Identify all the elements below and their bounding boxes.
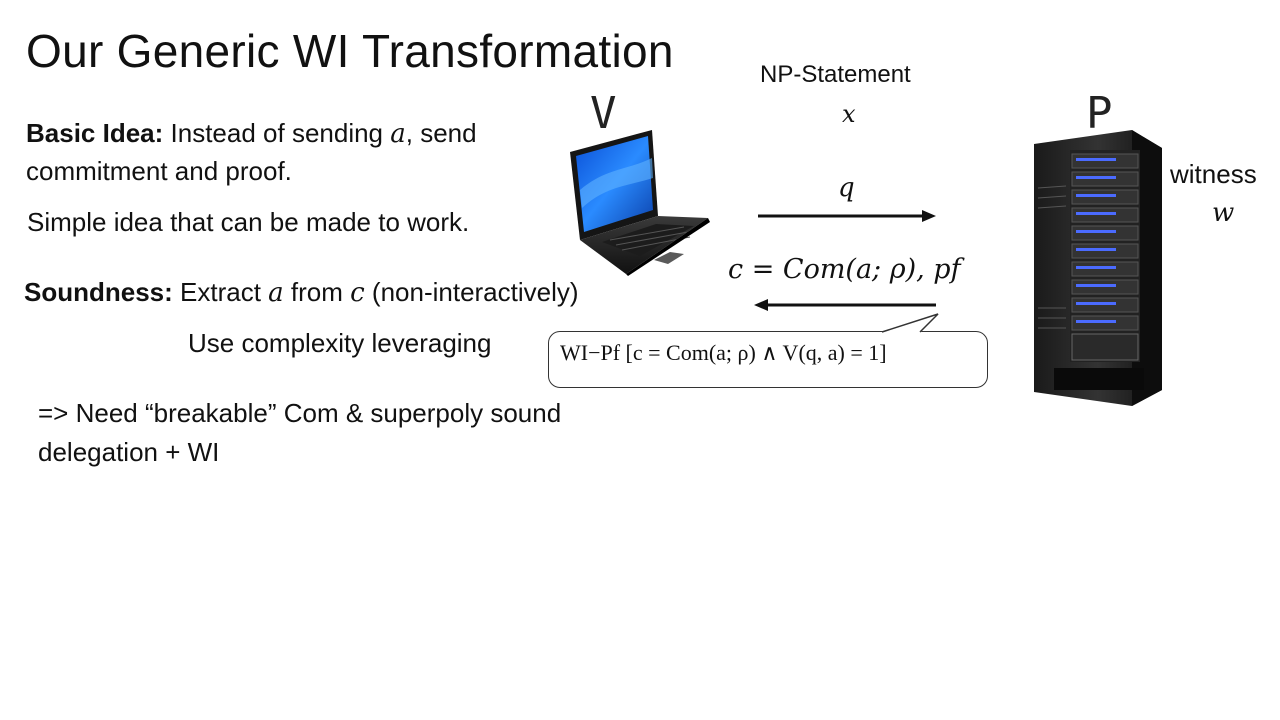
response-label: c = Com(a; ρ), pf bbox=[728, 254, 961, 285]
basic-idea-text-after: , send bbox=[405, 118, 477, 148]
soundness-label: Soundness: bbox=[24, 277, 173, 307]
server-rack-icon bbox=[1034, 130, 1162, 406]
bubble-tail bbox=[880, 313, 939, 333]
soundness-text3: (non-interactively) bbox=[364, 277, 579, 307]
soundness-line: Soundness: Extract a from c (non-interac… bbox=[24, 273, 579, 312]
w-var: w bbox=[1212, 198, 1235, 228]
prover-label: P bbox=[1086, 88, 1113, 139]
wi-proof-text: WI−Pf [c = Com(a; ρ) ∧ V(q, a) = 1] bbox=[560, 340, 887, 365]
x-var: x bbox=[842, 100, 856, 128]
basic-idea-text-before: Instead of sending bbox=[163, 118, 391, 148]
complexity-text: Use complexity leveraging bbox=[188, 328, 492, 358]
soundness-text1: Extract bbox=[172, 277, 269, 307]
need-line2: delegation + WI bbox=[38, 437, 220, 467]
query-arrow bbox=[758, 210, 936, 222]
query-label: q bbox=[838, 173, 855, 203]
var-a: a bbox=[268, 278, 284, 308]
need-line1: => Need “breakable” Com & superpoly soun… bbox=[38, 398, 562, 428]
basic-idea-line2: commitment and proof. bbox=[26, 156, 292, 186]
var-a: a bbox=[390, 119, 406, 149]
basic-idea-label: Basic Idea: bbox=[26, 118, 164, 148]
verifier-label: V bbox=[590, 88, 617, 139]
basic-idea-line1: Basic Idea: Instead of sending a, send bbox=[26, 114, 477, 153]
var-c: c bbox=[350, 278, 365, 308]
wi-proof-bubble bbox=[548, 331, 988, 388]
np-statement-label: NP-Statement bbox=[760, 61, 911, 88]
witness-label: witness bbox=[1170, 159, 1257, 189]
soundness-text2: from bbox=[283, 277, 351, 307]
slide-title: Our Generic WI Transformation bbox=[26, 25, 674, 77]
laptop-icon bbox=[570, 130, 710, 276]
simple-idea-text: Simple idea that can be made to work. bbox=[27, 207, 470, 237]
response-arrow bbox=[754, 299, 936, 311]
